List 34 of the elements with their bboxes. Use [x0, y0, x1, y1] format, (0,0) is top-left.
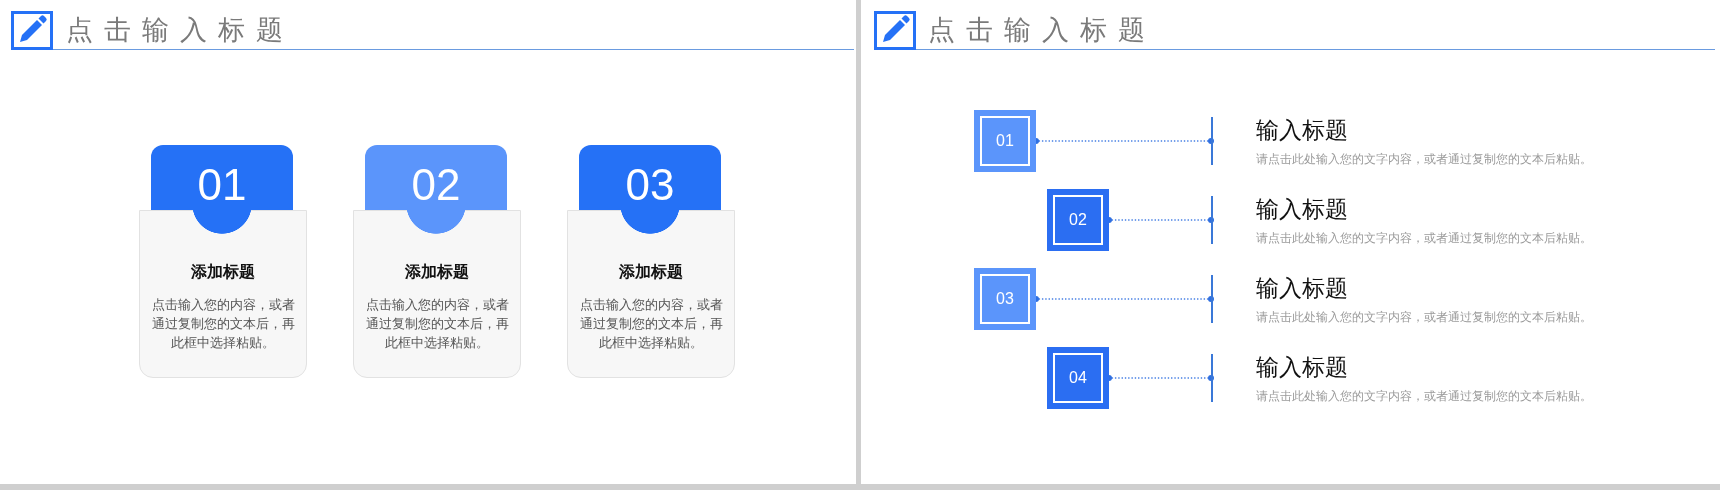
step-number: 03 [624, 160, 676, 210]
dotted-connector [1106, 217, 1214, 223]
step-number: 02 [1068, 210, 1088, 230]
row-title: 输入标题 [1256, 116, 1348, 145]
card-text: 点击输入您的内容，或者通过复制您的文本后，再此框中选择粘贴。 [364, 296, 510, 352]
number-tab [365, 145, 507, 234]
slide-title: 点击输入标题 [66, 13, 294, 47]
number-square [974, 268, 1036, 330]
number-tab [579, 145, 721, 234]
row-title: 输入标题 [1256, 353, 1348, 382]
row-title: 输入标题 [1256, 195, 1348, 224]
dotted-connector [1033, 138, 1214, 144]
number-tab [151, 145, 293, 234]
card-title: 添加标题 [190, 261, 256, 283]
dotted-connector [1033, 296, 1214, 302]
step-number: 01 [196, 160, 248, 210]
card-text: 点击输入您的内容，或者通过复制您的文本后，再此框中选择粘贴。 [578, 296, 724, 352]
slide-title: 点击输入标题 [928, 13, 1156, 47]
row-text: 请点击此处输入您的文字内容，或者通过复制您的文本后粘贴。 [1256, 151, 1592, 167]
row-text: 请点击此处输入您的文字内容，或者通过复制您的文本后粘贴。 [1256, 230, 1592, 246]
card-title: 添加标题 [404, 261, 470, 283]
card-title: 添加标题 [618, 261, 684, 283]
step-number: 01 [995, 131, 1015, 151]
row-text: 请点击此处输入您的文字内容，或者通过复制您的文本后粘贴。 [1256, 388, 1592, 404]
row-title: 输入标题 [1256, 274, 1348, 303]
card-text: 点击输入您的内容，或者通过复制您的文本后，再此框中选择粘贴。 [150, 296, 296, 352]
step-number: 03 [995, 289, 1015, 309]
number-square [1047, 347, 1109, 409]
dotted-connector [1106, 375, 1214, 381]
step-number: 02 [410, 160, 462, 210]
number-square [1047, 189, 1109, 251]
row-text: 请点击此处输入您的文字内容，或者通过复制您的文本后粘贴。 [1256, 309, 1592, 325]
step-number: 04 [1068, 368, 1088, 388]
number-square [974, 110, 1036, 172]
